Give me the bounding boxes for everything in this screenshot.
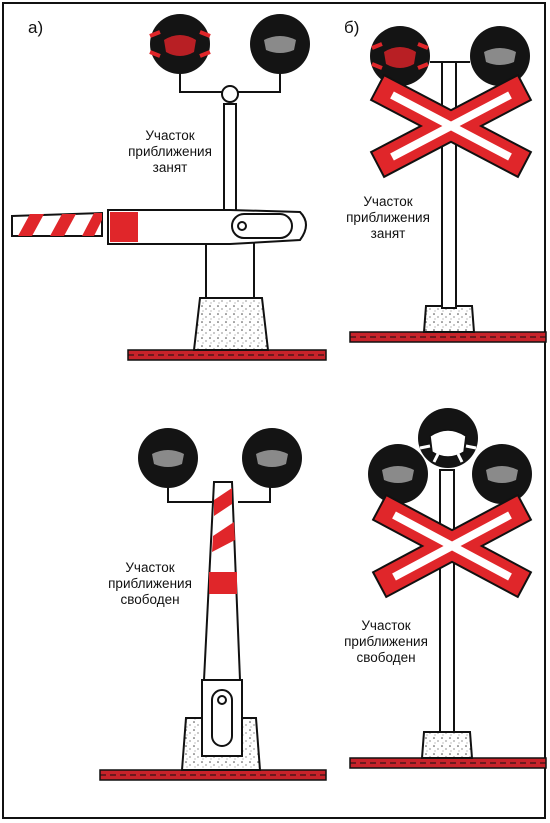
- panel-a-bottom: [99, 428, 327, 781]
- crossing-x-sign: [369, 73, 533, 179]
- barrier-housing: [205, 235, 255, 299]
- red-lamp-left: [149, 14, 211, 74]
- dark-lamp-left: [138, 428, 198, 488]
- ground-strip: [127, 349, 327, 361]
- signal-mast: [439, 469, 455, 733]
- red-lamp-left: [370, 26, 430, 86]
- foundation-block: [422, 305, 476, 333]
- panel-a-top: [11, 14, 327, 361]
- caption-a-top: Участок приближения занят: [128, 128, 212, 175]
- foundation-block: [192, 297, 270, 351]
- panel-a-label: а): [28, 18, 44, 37]
- panel-b-label: б): [344, 18, 360, 37]
- foundation-block: [420, 731, 474, 759]
- lamp-bracket: [179, 70, 281, 93]
- panel-b-top: [349, 26, 547, 343]
- dark-lamp-right: [250, 14, 310, 74]
- ground-strip: [349, 757, 547, 769]
- dark-lamp-right: [470, 26, 530, 86]
- dark-lamp-left: [368, 444, 428, 504]
- caption-b-top: Участок приближения занят: [346, 194, 430, 241]
- panel-b-bottom: [349, 408, 547, 769]
- barrier-arm-lowered: [11, 209, 307, 245]
- signal-mast: [441, 61, 457, 309]
- ground-strip: [99, 769, 327, 781]
- white-lamp-top: [418, 408, 478, 468]
- caption-b-bottom: Участок приближения свободен: [344, 618, 428, 665]
- lamp-bracket: [167, 486, 271, 503]
- dark-lamp-right: [472, 444, 532, 504]
- dark-lamp-right: [242, 428, 302, 488]
- barrier-arm-raised: [201, 481, 243, 757]
- ground-strip: [349, 331, 547, 343]
- crossing-x-sign: [371, 493, 533, 599]
- caption-a-bottom: Участок приближения свободен: [108, 560, 192, 607]
